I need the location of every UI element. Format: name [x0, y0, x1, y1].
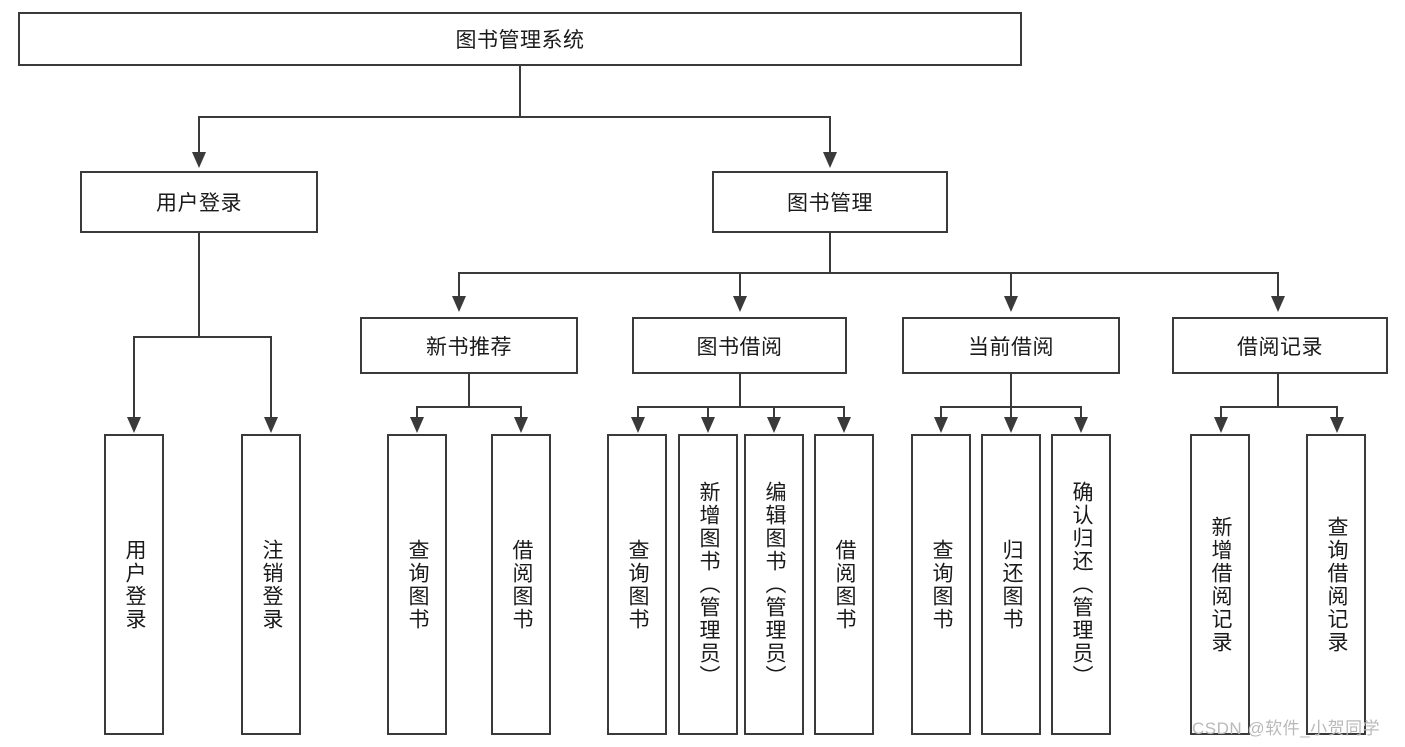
node-user-login[interactable]: 用户登录 [80, 171, 318, 233]
connector-root-bar [198, 116, 831, 118]
arrowhead-book-borrow-to-leaf-3 [837, 417, 851, 433]
connector-current-borrow-trunk [1010, 374, 1012, 407]
connector-root-trunk [519, 66, 521, 117]
arrowhead-user-login-to-leaf-0 [127, 417, 141, 433]
leaf-user-login-0-label: 用户登录 [123, 538, 147, 631]
leaf-book-borrow-3-label: 借阅图书 [833, 538, 857, 631]
leaf-new-book-rec-1[interactable]: 借阅图书 [491, 434, 551, 735]
arrowhead-new-book-to-leaf-1 [514, 417, 528, 433]
node-book-management[interactable]: 图书管理 [712, 171, 948, 233]
connector-book-borrow-bar [637, 406, 845, 408]
connector-borrow-record-bar [1220, 406, 1338, 408]
arrowhead-borrow-record-to-leaf-1 [1330, 417, 1344, 433]
connector-user-login-trunk [198, 233, 200, 337]
node-root-label: 图书管理系统 [455, 29, 585, 52]
csdn-watermark: CSDN @软件_小贺同学 [1192, 719, 1381, 738]
connector-book-mgmt-to-record [1277, 272, 1279, 298]
connector-root-to-book-mgmt [829, 116, 831, 154]
connector-new-book-to-leaf-1 [520, 406, 522, 419]
leaf-user-login-1[interactable]: 注销登录 [241, 434, 301, 735]
connector-book-mgmt-trunk [829, 233, 831, 273]
leaf-current-borrow-0[interactable]: 查询图书 [911, 434, 971, 735]
leaf-book-borrow-2[interactable]: 编辑图书（管理员） [744, 434, 804, 735]
connector-book-borrow-trunk [739, 374, 741, 407]
connector-borrow-record-to-leaf-0 [1220, 406, 1222, 419]
connector-user-login-to-leaf-1 [270, 336, 272, 419]
connector-current-borrow-to-leaf-2 [1080, 406, 1082, 419]
node-borrow-record-label: 借阅记录 [1237, 335, 1323, 359]
node-new-book-recommend-label: 新书推荐 [426, 335, 512, 359]
connector-book-borrow-to-leaf-1 [707, 406, 709, 419]
node-user-login-label: 用户登录 [156, 192, 242, 215]
arrowhead-borrow-record-to-leaf-0 [1214, 417, 1228, 433]
leaf-book-borrow-2-label: 编辑图书（管理员） [763, 481, 787, 688]
connector-book-mgmt-to-borrow [739, 272, 741, 298]
connector-root-to-user-login [198, 116, 200, 154]
arrowhead-current-borrow-to-leaf-0 [934, 417, 948, 433]
arrowhead-book-mgmt-to-borrow [733, 296, 747, 312]
connector-current-borrow-to-leaf-0 [940, 406, 942, 419]
node-borrow-record[interactable]: 借阅记录 [1172, 317, 1388, 374]
leaf-book-borrow-0-label: 查询图书 [626, 538, 650, 631]
leaf-current-borrow-0-label: 查询图书 [930, 538, 954, 631]
leaf-borrow-record-1[interactable]: 查询借阅记录 [1306, 434, 1366, 735]
connector-current-borrow-to-leaf-1 [1010, 406, 1012, 419]
arrowhead-root-to-book-mgmt [823, 152, 837, 168]
connector-book-mgmt-to-new-book [458, 272, 460, 298]
arrowhead-book-mgmt-to-record [1271, 296, 1285, 312]
arrowhead-current-borrow-to-leaf-1 [1004, 417, 1018, 433]
arrowhead-new-book-to-leaf-0 [410, 417, 424, 433]
leaf-new-book-rec-0-label: 查询图书 [406, 538, 430, 631]
leaf-current-borrow-2[interactable]: 确认归还（管理员） [1051, 434, 1111, 735]
connector-borrow-record-to-leaf-1 [1336, 406, 1338, 419]
arrowhead-root-to-user-login [192, 152, 206, 168]
leaf-new-book-rec-0[interactable]: 查询图书 [387, 434, 447, 735]
connector-new-book-bar [416, 406, 522, 408]
node-book-borrow[interactable]: 图书借阅 [632, 317, 847, 374]
node-book-borrow-label: 图书借阅 [696, 335, 783, 359]
node-root[interactable]: 图书管理系统 [18, 12, 1022, 66]
connector-book-borrow-to-leaf-3 [843, 406, 845, 419]
arrowhead-book-mgmt-to-current [1004, 296, 1018, 312]
arrowhead-book-borrow-to-leaf-1 [701, 417, 715, 433]
leaf-user-login-0[interactable]: 用户登录 [104, 434, 164, 735]
leaf-current-borrow-1[interactable]: 归还图书 [981, 434, 1041, 735]
connector-book-borrow-to-leaf-0 [637, 406, 639, 419]
leaf-book-borrow-1-label: 新增图书（管理员） [697, 481, 721, 688]
connector-book-mgmt-to-current [1010, 272, 1012, 298]
connector-book-borrow-to-leaf-2 [773, 406, 775, 419]
connector-book-mgmt-bar [458, 272, 1279, 274]
arrowhead-current-borrow-to-leaf-2 [1074, 417, 1088, 433]
leaf-borrow-record-0-label: 新增借阅记录 [1209, 515, 1233, 654]
node-current-borrow-label: 当前借阅 [968, 335, 1054, 359]
arrowhead-book-mgmt-to-new-book [452, 296, 466, 312]
arrowhead-book-borrow-to-leaf-2 [767, 417, 781, 433]
leaf-current-borrow-1-label: 归还图书 [1000, 538, 1024, 631]
leaf-borrow-record-1-label: 查询借阅记录 [1325, 515, 1349, 654]
leaf-borrow-record-0[interactable]: 新增借阅记录 [1190, 434, 1250, 735]
leaf-user-login-1-label: 注销登录 [260, 538, 284, 631]
leaf-book-borrow-1[interactable]: 新增图书（管理员） [678, 434, 738, 735]
leaf-current-borrow-2-label: 确认归还（管理员） [1070, 481, 1094, 688]
leaf-new-book-rec-1-label: 借阅图书 [510, 538, 534, 631]
connector-new-book-to-leaf-0 [416, 406, 418, 419]
node-book-management-label: 图书管理 [787, 192, 873, 215]
connector-borrow-record-trunk [1277, 374, 1279, 407]
node-current-borrow[interactable]: 当前借阅 [902, 317, 1120, 374]
arrowhead-book-borrow-to-leaf-0 [631, 417, 645, 433]
leaf-book-borrow-3[interactable]: 借阅图书 [814, 434, 874, 735]
connector-user-login-to-leaf-0 [133, 336, 135, 419]
connector-new-book-trunk [468, 374, 470, 407]
connector-user-login-bar [133, 336, 272, 338]
arrowhead-user-login-to-leaf-1 [264, 417, 278, 433]
node-new-book-recommend[interactable]: 新书推荐 [360, 317, 578, 374]
leaf-book-borrow-0[interactable]: 查询图书 [607, 434, 667, 735]
